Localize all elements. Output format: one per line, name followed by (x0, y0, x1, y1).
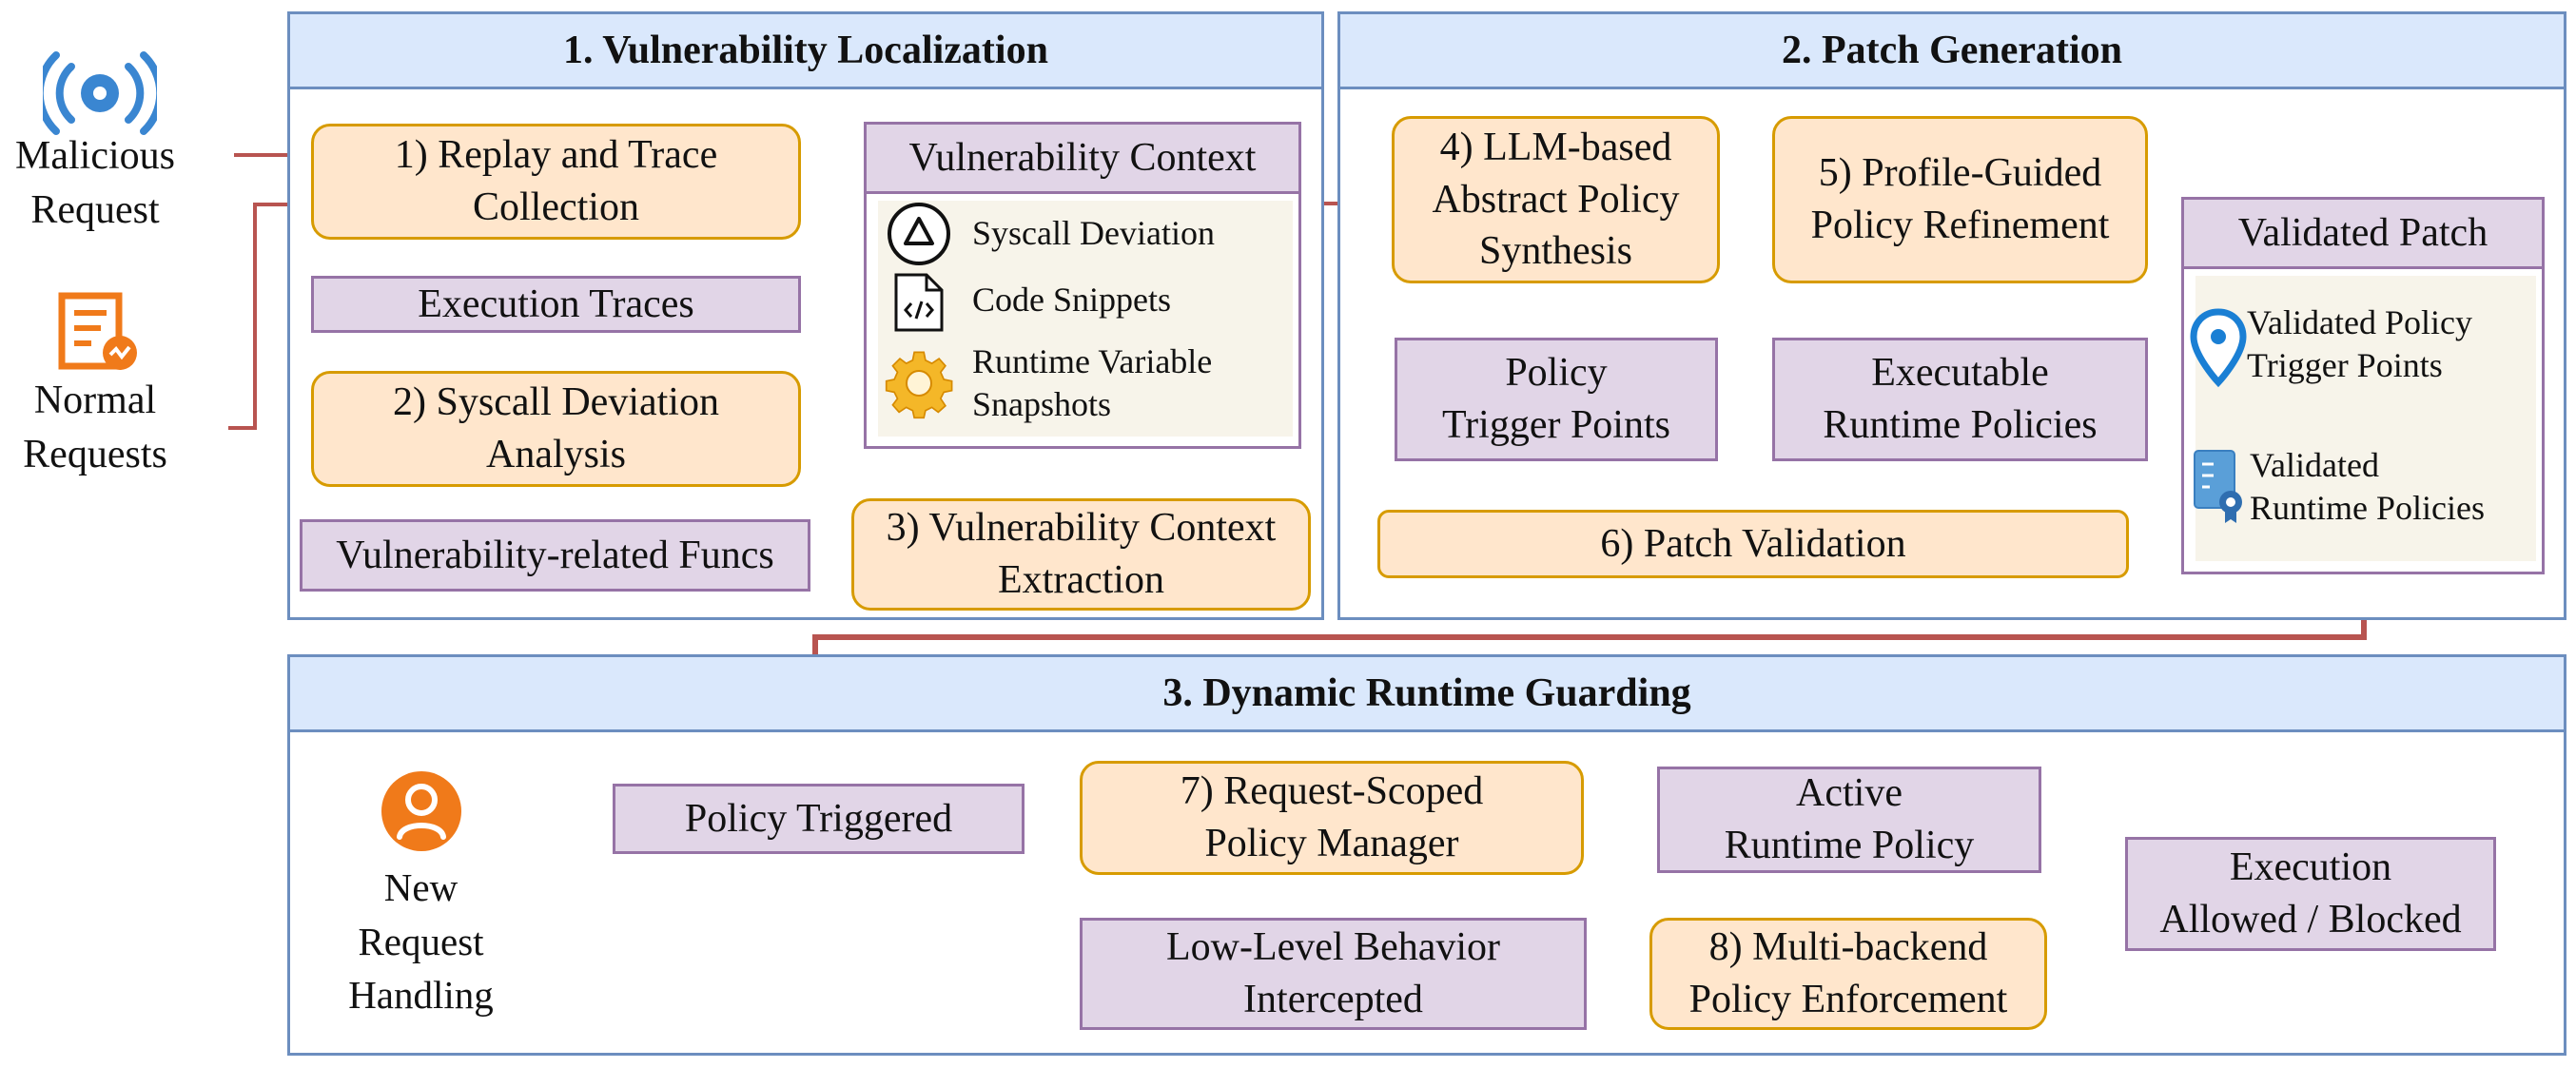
step8-multi-backend-enforcement: 8) Multi-backend Policy Enforcement (1649, 918, 2047, 1030)
panel2-title: 2. Patch Generation (1340, 14, 2564, 89)
active-runtime-policy: Active Runtime Policy (1657, 767, 2041, 873)
vulnerability-context-title: Vulnerability Context (867, 125, 1298, 194)
context-item-runtime-vars: Runtime Variable Snapshots (972, 342, 1213, 423)
policy-trigger-points: Policy Trigger Points (1395, 338, 1718, 461)
document-chart-icon (58, 292, 137, 370)
normal-requests-label: Normal Requests (23, 379, 167, 476)
certificate-icon (2194, 450, 2242, 523)
context-item-code: Code Snippets (972, 280, 1172, 319)
policy-triggered: Policy Triggered (613, 784, 1025, 854)
step2-syscall-deviation: 2) Syscall Deviation Analysis (311, 371, 801, 487)
executable-runtime-policies: Executable Runtime Policies (1772, 338, 2148, 461)
validated-patch-body (2195, 276, 2536, 561)
step3-context-extraction: 3) Vulnerability Context Extraction (851, 498, 1311, 611)
location-pin-icon (2190, 308, 2247, 388)
step4-llm-synthesis: 4) LLM-based Abstract Policy Synthesis (1392, 116, 1720, 283)
panel3-title: 3. Dynamic Runtime Guarding (290, 657, 2564, 732)
execution-result: Execution Allowed / Blocked (2125, 837, 2496, 951)
arrow-normal-to-step1 (228, 200, 310, 430)
panel1-title: 1. Vulnerability Localization (290, 14, 1321, 89)
malicious-request-label: Malicious Request (15, 134, 175, 232)
validated-item-runtime-policies: Validated Runtime Policies (2250, 446, 2485, 527)
step6-patch-validation: 6) Patch Validation (1377, 510, 2129, 578)
validated-patch-title: Validated Patch (2184, 200, 2542, 269)
user-icon (381, 771, 461, 851)
step1-replay-trace: 1) Replay and Trace Collection (311, 124, 801, 240)
step5-profile-refinement: 5) Profile-Guided Policy Refinement (1772, 116, 2148, 283)
gear-icon (885, 351, 953, 419)
context-item-syscall: Syscall Deviation (972, 213, 1215, 252)
vulnerability-related-funcs: Vulnerability-related Funcs (300, 519, 810, 592)
broadcast-icon (43, 51, 157, 135)
validated-patch-box: Validated Patch (2181, 197, 2545, 574)
execution-traces: Execution Traces (311, 276, 801, 333)
low-level-behavior-intercepted: Low-Level Behavior Intercepted (1080, 918, 1587, 1030)
new-request-label: New Request Handling (348, 865, 494, 1018)
triangle-circle-icon (888, 203, 950, 265)
validated-item-trigger-points: Validated Policy Trigger Points (2247, 303, 2472, 384)
code-file-icon (894, 273, 944, 332)
step7-policy-manager: 7) Request-Scoped Policy Manager (1080, 761, 1584, 875)
